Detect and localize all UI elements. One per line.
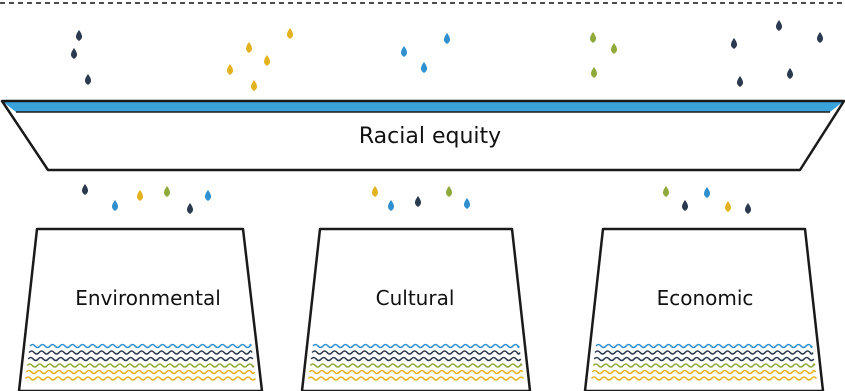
bucket-outline xyxy=(583,227,825,391)
drop-gold xyxy=(136,190,144,201)
drop-dark xyxy=(775,20,783,31)
drop-dark xyxy=(786,68,794,79)
drop-dark xyxy=(70,48,78,59)
bucket-environmental xyxy=(17,227,264,391)
bucket-waves xyxy=(590,343,818,381)
bucket-cultural xyxy=(300,227,532,391)
drop-dark xyxy=(75,30,83,41)
wave-line-green xyxy=(309,363,523,368)
wave-line-gold xyxy=(25,369,256,375)
wave-line-gold xyxy=(590,376,818,381)
wave-line-gold xyxy=(307,376,525,381)
bucket-economic xyxy=(583,227,825,391)
wave-line-dark xyxy=(310,356,522,362)
drop-dark xyxy=(730,38,738,49)
bucket-label-environmental: Environmental xyxy=(75,286,221,310)
bucket-label-economic: Economic xyxy=(656,286,754,310)
drop-dark xyxy=(186,203,194,214)
wave-line-green xyxy=(592,363,816,368)
drop-gold xyxy=(245,42,253,53)
wave-line-dark xyxy=(28,350,253,355)
drop-gold xyxy=(250,80,258,91)
drop-green xyxy=(163,186,171,197)
wave-line-dark xyxy=(27,356,254,362)
trough-outline xyxy=(0,99,845,172)
drop-green xyxy=(589,32,597,43)
drop-dark xyxy=(744,203,752,214)
drop-gold xyxy=(226,64,234,75)
wave-line-green xyxy=(26,363,255,368)
bucket-label-cultural: Cultural xyxy=(375,286,455,310)
drop-dark xyxy=(681,200,689,211)
drop-blue xyxy=(387,200,395,211)
drop-blue xyxy=(703,187,711,198)
wave-line-gold xyxy=(591,369,817,375)
racial-equity-trough xyxy=(0,99,845,172)
drop-dark xyxy=(84,74,92,85)
drop-green xyxy=(610,43,618,54)
drop-blue xyxy=(443,33,451,44)
wave-line-dark xyxy=(311,350,521,355)
drop-dark xyxy=(414,196,422,207)
drop-gold xyxy=(263,55,271,66)
drop-green xyxy=(445,186,453,197)
drop-dark xyxy=(736,76,744,87)
drop-gold xyxy=(724,201,732,212)
trough-label: Racial equity xyxy=(358,124,502,149)
wave-line-dark xyxy=(593,356,815,362)
trough-water xyxy=(2,101,844,112)
drop-blue xyxy=(420,62,428,73)
drop-dark xyxy=(81,184,89,195)
drop-blue xyxy=(463,198,471,209)
drop-dark xyxy=(816,32,824,43)
bucket-waves xyxy=(307,343,525,381)
bucket-waves xyxy=(24,343,257,381)
wave-line-blue xyxy=(595,343,813,349)
drops-above-trough xyxy=(70,20,824,91)
drops-below-trough xyxy=(81,184,752,214)
wave-line-blue xyxy=(29,343,252,349)
bucket-outline xyxy=(17,227,264,391)
wave-line-gold xyxy=(24,376,257,381)
drop-blue xyxy=(204,190,212,201)
wave-line-gold xyxy=(308,369,524,375)
drop-gold xyxy=(286,28,294,39)
drop-blue xyxy=(400,46,408,57)
drop-green xyxy=(662,186,670,197)
wave-line-dark xyxy=(594,350,814,355)
drop-blue xyxy=(111,200,119,211)
wave-line-blue xyxy=(312,343,520,349)
drop-green xyxy=(590,67,598,78)
drop-gold xyxy=(371,186,379,197)
bucket-outline xyxy=(300,227,532,391)
